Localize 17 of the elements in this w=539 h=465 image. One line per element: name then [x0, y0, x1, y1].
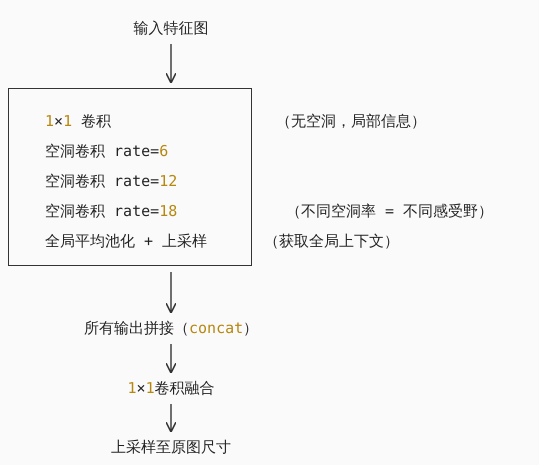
arrow	[165, 44, 177, 84]
group-box	[8, 88, 252, 266]
branch-label: 空洞卷积 rate=6	[45, 141, 168, 161]
arrow	[165, 272, 177, 314]
note-text: （无空洞，局部信息）	[276, 111, 426, 131]
arrow	[165, 404, 177, 433]
note-text: （不同空洞率 = 不同感受野）	[286, 201, 494, 221]
step-label: 所有输出拼接（concat）	[84, 318, 258, 338]
branch-label: 1×1 卷积	[45, 111, 112, 131]
step-label: 上采样至原图尺寸	[111, 437, 231, 457]
branch-label: 空洞卷积 rate=18	[45, 201, 178, 221]
branch-label: 全局平均池化 + 上采样	[45, 231, 208, 251]
arrow	[165, 344, 177, 374]
branch-label: 空洞卷积 rate=12	[45, 171, 178, 191]
step-label: 输入特征图	[134, 18, 208, 38]
step-label: 1×1卷积融合	[128, 378, 215, 398]
note-text: （获取全局上下文）	[264, 231, 399, 251]
